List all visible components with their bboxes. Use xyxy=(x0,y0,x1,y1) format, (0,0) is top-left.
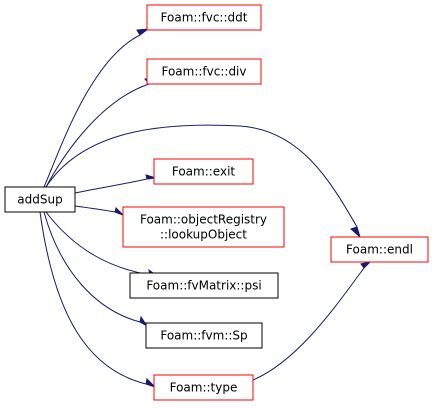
edge-line xyxy=(252,267,365,381)
arrowhead-icon xyxy=(136,28,150,36)
edge-root-exit xyxy=(74,174,157,194)
node-box[interactable] xyxy=(129,272,279,299)
edge-root-lookup xyxy=(74,205,124,216)
node-div[interactable]: Foam::fvc::div xyxy=(146,58,262,85)
arrowhead-icon xyxy=(139,315,148,327)
edge-line xyxy=(74,178,148,194)
node-label: addSup xyxy=(17,193,62,207)
arrowhead-icon xyxy=(360,261,372,269)
node-label: Foam::fvc::div xyxy=(161,65,246,79)
nodes-layer: addSup Foam::fvc::ddtFoam::fvc::divFoam::… xyxy=(4,4,429,401)
edge-line xyxy=(45,211,151,276)
node-ddt[interactable]: Foam::fvc::ddt xyxy=(146,4,262,31)
node-box[interactable] xyxy=(146,4,262,31)
node-sp[interactable]: Foam::fvm::Sp xyxy=(145,322,263,349)
node-box[interactable] xyxy=(330,236,429,263)
node-label: ::lookupObject xyxy=(160,228,247,242)
node-box[interactable] xyxy=(153,158,254,185)
edge-line xyxy=(43,211,141,323)
node-label: Foam::fvMatrix::psi xyxy=(146,279,261,293)
node-label: Foam::fvc::ddt xyxy=(161,11,248,25)
node-lookup[interactable]: Foam::objectRegistry::lookupObject xyxy=(122,206,285,248)
edge-root-ddt xyxy=(43,28,150,188)
node-box[interactable] xyxy=(153,374,254,401)
edge-line xyxy=(39,211,147,385)
node-label: Foam::exit xyxy=(172,165,236,179)
node-endl[interactable]: Foam::endl xyxy=(330,236,429,263)
node-type[interactable]: Foam::type xyxy=(153,374,254,401)
edge-line xyxy=(43,34,141,188)
arrowhead-icon xyxy=(350,226,361,239)
arrowhead-icon xyxy=(145,377,156,388)
edge-root-sp xyxy=(43,211,148,327)
node-box[interactable] xyxy=(145,322,263,349)
node-psi[interactable]: Foam::fvMatrix::psi xyxy=(129,272,279,299)
arrowhead-icon xyxy=(114,207,124,216)
node-label: Foam::type xyxy=(170,381,238,395)
node-box[interactable] xyxy=(4,186,76,213)
node-box[interactable] xyxy=(122,206,285,248)
edge-root-type xyxy=(39,211,156,388)
edge-root-div xyxy=(45,77,158,188)
node-root[interactable]: addSup xyxy=(4,186,76,213)
node-label: Foam::objectRegistry xyxy=(140,213,267,227)
node-exit[interactable]: Foam::exit xyxy=(153,158,254,185)
node-label: Foam::endl xyxy=(346,243,413,257)
edge-line xyxy=(74,205,116,213)
node-box[interactable] xyxy=(146,58,262,85)
node-label: Foam::fvm::Sp xyxy=(160,329,247,343)
edge-line xyxy=(45,83,150,188)
edge-type-endl xyxy=(252,261,372,381)
edge-root-endl xyxy=(45,124,361,239)
edge-line xyxy=(45,124,358,228)
